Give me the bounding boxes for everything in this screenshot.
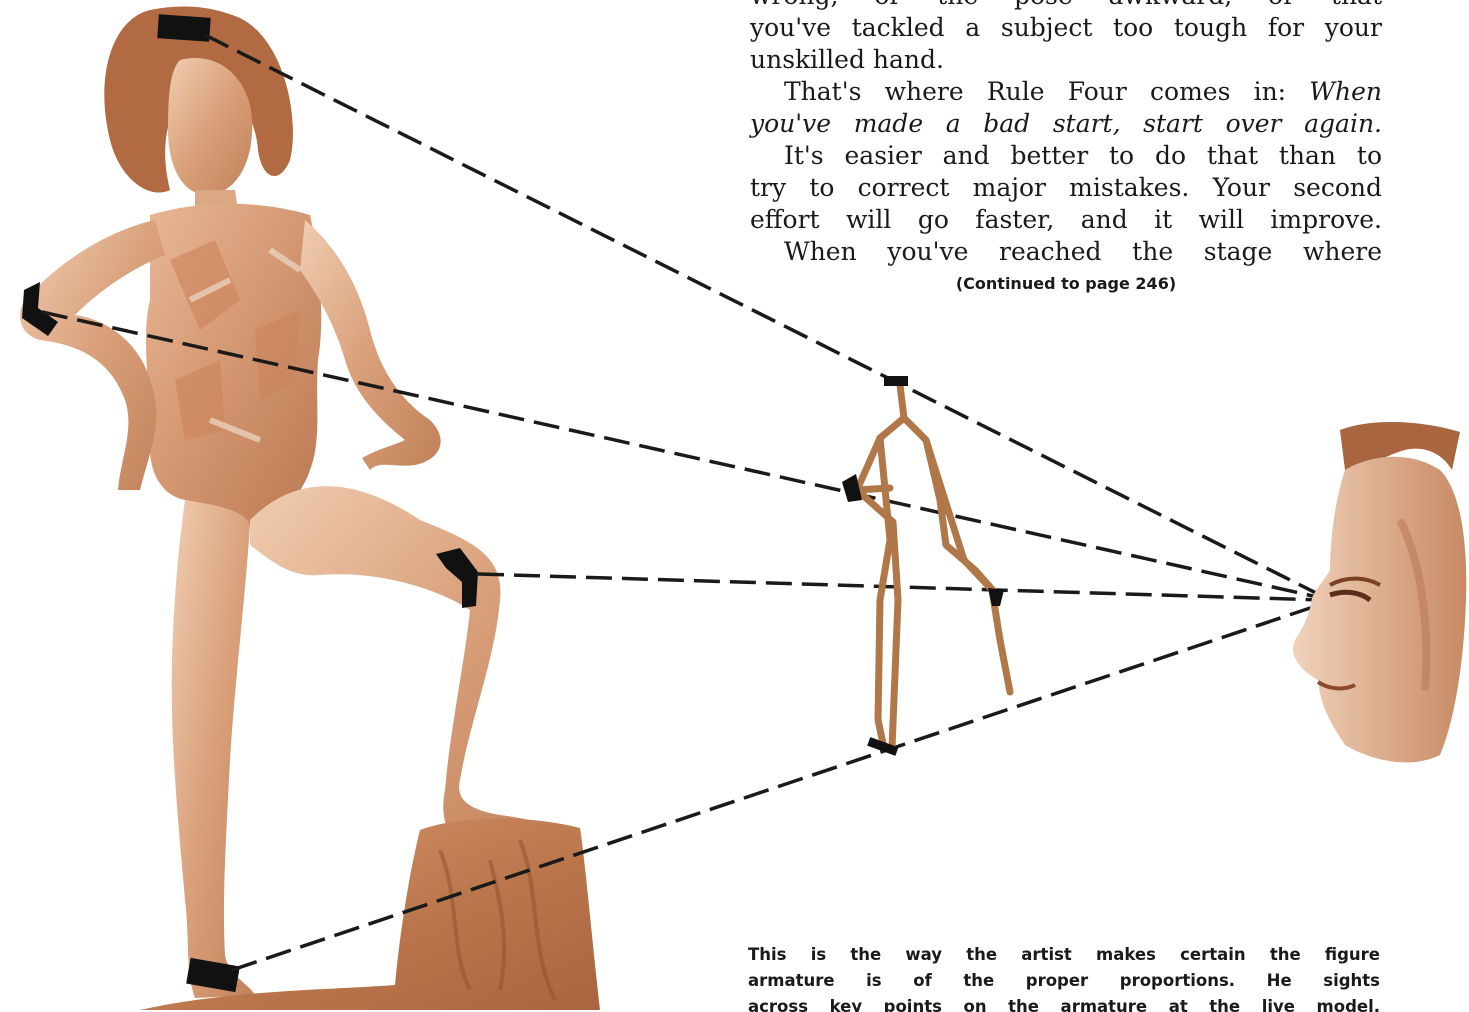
sight-line-ankle	[232, 604, 1322, 970]
article-line: unskilled hand.	[750, 44, 1382, 76]
article-body: wrong, or the pose awkward, or that you'…	[750, 0, 1382, 268]
model-standing-leg	[172, 500, 255, 998]
article-line: you've tackled a subject too tough for y…	[750, 12, 1382, 44]
article-top-partial-line: wrong, or the pose awkward, or that	[750, 0, 1382, 12]
model-left-arm	[20, 220, 165, 490]
wire-armature	[857, 385, 1010, 748]
article-line: When you've reached the stage where	[750, 236, 1382, 268]
model-raised-leg	[250, 486, 580, 850]
caption-line: armature is of the proper proportions. H…	[748, 968, 1380, 994]
article-line: It's easier and better to do that than t…	[750, 140, 1382, 172]
artist-head	[1293, 422, 1466, 762]
artist-face	[1293, 457, 1466, 763]
caption-line: across key points on the armature at the…	[748, 994, 1380, 1012]
figure-caption: This is the way the artist makes certain…	[748, 942, 1380, 1012]
article-rule-four-line: That's where Rule Four comes in: When	[750, 76, 1382, 108]
article-rule-four-line: you've made a bad start, start over agai…	[750, 108, 1382, 140]
model-figure	[20, 6, 600, 1010]
article-line: try to correct major mistakes. Your seco…	[750, 172, 1382, 204]
continued-notice: (Continued to page 246)	[750, 274, 1382, 293]
model-right-arm	[300, 220, 441, 470]
caption-line: This is the way the artist makes certain…	[748, 942, 1380, 968]
article-line: effort will go faster, and it will impro…	[750, 204, 1382, 236]
marker-head	[157, 14, 211, 42]
